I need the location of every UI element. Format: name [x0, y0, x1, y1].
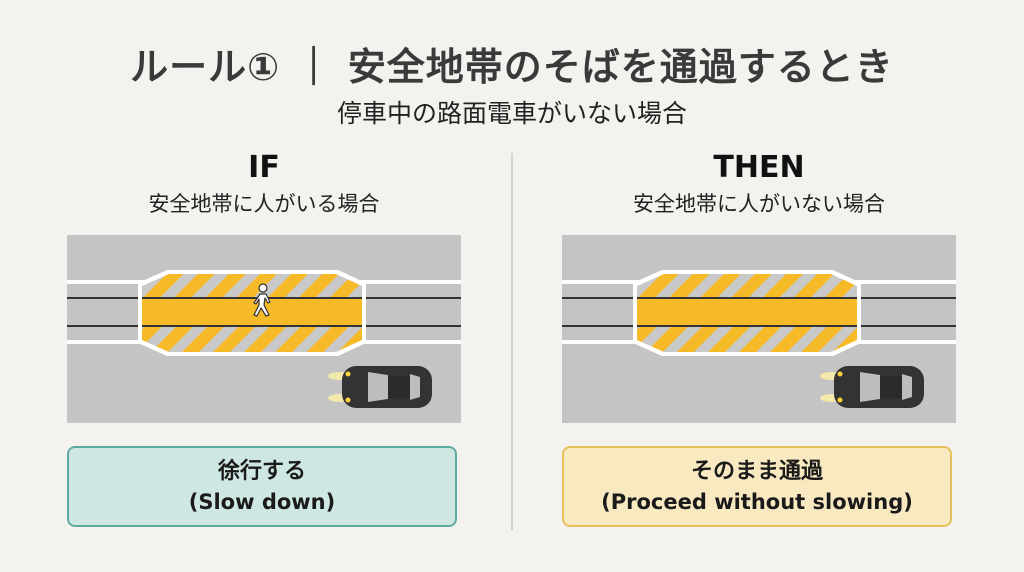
- if-action-en: (Slow down): [188, 489, 336, 514]
- then-action-jp: そのまま通過: [690, 458, 823, 484]
- then-panel: THEN 安全地帯に人がいない場合: [562, 150, 956, 527]
- column-divider: [511, 153, 513, 530]
- if-panel: IF 安全地帯に人がいる場合: [67, 150, 461, 527]
- safety-zone-island: [633, 270, 861, 356]
- if-heading: IF: [248, 150, 280, 185]
- if-condition: 安全地帯に人がいる場合: [148, 192, 380, 216]
- then-condition: 安全地帯に人がいない場合: [633, 192, 885, 216]
- pedestrian-icon: [253, 283, 271, 317]
- if-action-box: 徐行する (Slow down): [67, 446, 457, 527]
- page-subtitle: 停車中の路面電車がいない場合: [336, 99, 687, 128]
- if-action-jp: 徐行する: [217, 458, 306, 484]
- then-heading: THEN: [713, 150, 805, 185]
- then-action-en: (Proceed without slowing): [601, 489, 913, 514]
- road-illustration-with-pedestrian: [67, 235, 461, 423]
- road-illustration-empty: [562, 235, 956, 423]
- safety-zone-island: [138, 270, 366, 356]
- car-icon: [328, 366, 432, 408]
- then-action-box: そのまま通過 (Proceed without slowing): [562, 446, 952, 527]
- car-icon: [820, 366, 924, 408]
- page-title: ルール① ｜ 安全地帯のそばを通過するとき: [130, 45, 894, 89]
